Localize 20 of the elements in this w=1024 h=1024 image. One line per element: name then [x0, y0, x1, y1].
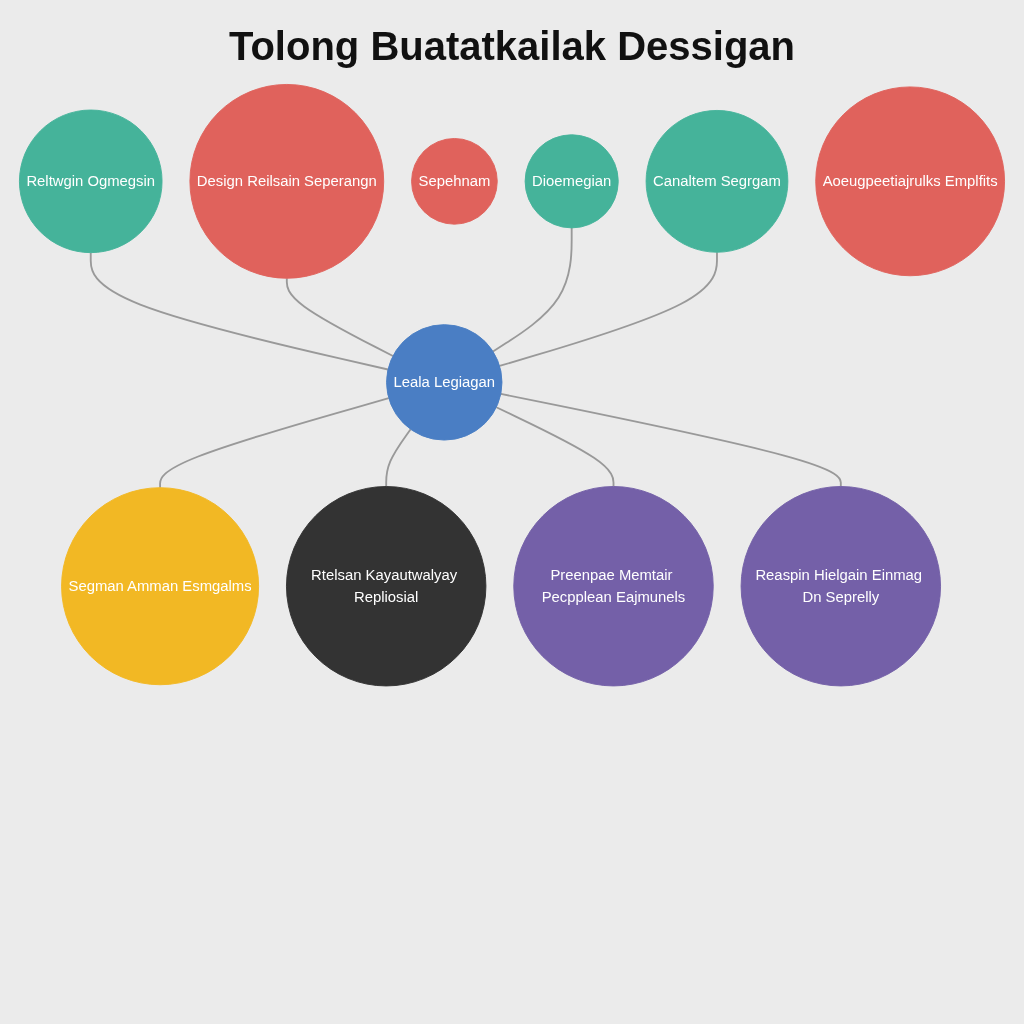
connector: [495, 406, 615, 488]
node-circle: Rtelsan Kayautwalyay Repliosial: [286, 486, 487, 687]
node-circle: Reltwgin Ogmegsin: [18, 109, 163, 254]
connector: [159, 397, 390, 489]
connector: [492, 226, 573, 353]
node-circle: Dioemegian: [524, 134, 619, 229]
node-circle: Reaspin Hielgain Einmag Dn Seprelly: [740, 486, 941, 687]
node-circle: Leala Legiagan: [386, 324, 503, 441]
connector: [385, 428, 412, 488]
connector: [89, 251, 389, 371]
node-circle: Aoeugpeetiajrulks Emplfits: [815, 86, 1006, 277]
node-circle: Preenpae Memtair Pecpplean Eajmunels: [513, 486, 714, 687]
connector: [498, 251, 718, 367]
node-circle: Canaltem Segrgam: [645, 109, 789, 253]
diagram-title: Tolong Buatatkailak Dessigan: [227, 24, 797, 69]
node-circle: Sepehnam: [411, 138, 498, 225]
node-circle: Design Reilsain Seperangn: [189, 83, 385, 279]
connector: [499, 392, 842, 488]
connector: [285, 277, 394, 357]
node-circle: Segman Amman Esmgalms: [61, 487, 260, 686]
